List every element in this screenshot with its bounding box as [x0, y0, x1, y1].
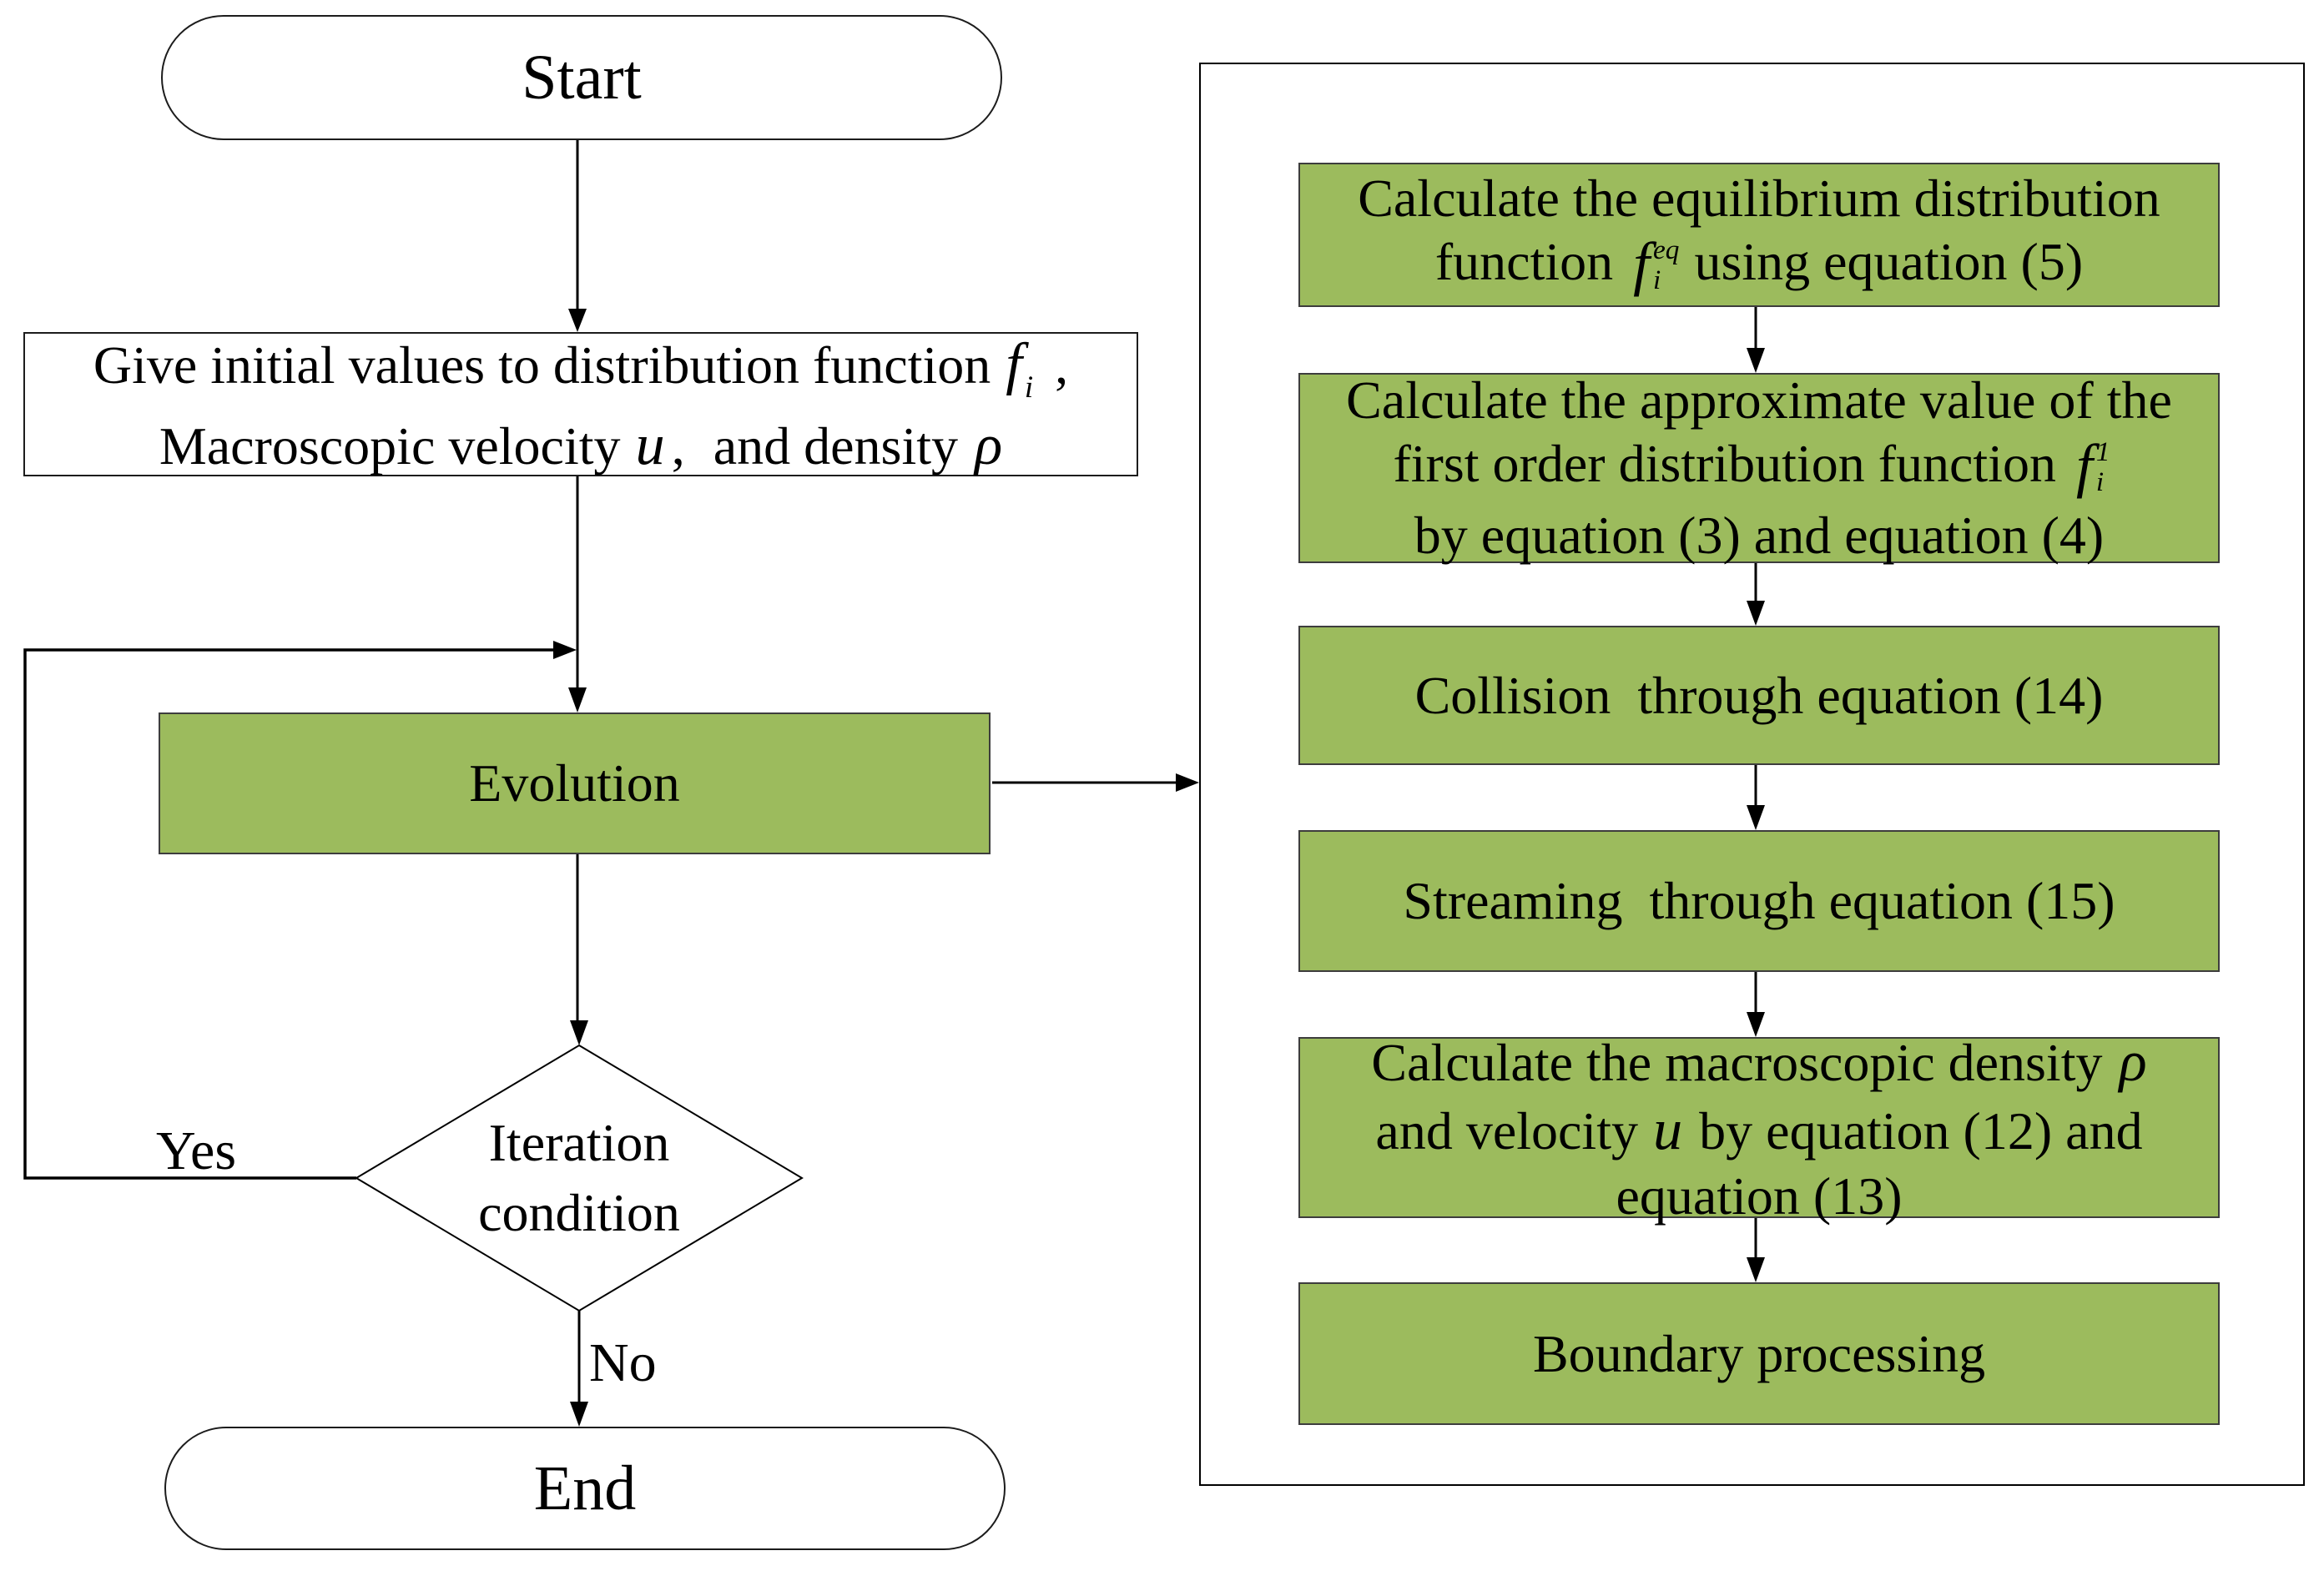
u-symbol: u	[635, 412, 665, 478]
arrowhead-step1-to-step2	[1747, 348, 1765, 373]
end-label: End	[533, 1453, 637, 1523]
arrowhead-step5-to-step6	[1747, 1257, 1765, 1282]
init-line-1: Give initial values to distribution func…	[93, 326, 1068, 407]
no-label: No	[589, 1332, 756, 1395]
yes-label: Yes	[117, 1120, 275, 1183]
step2-line-1: Calculate the approximate value of the	[1346, 370, 2172, 430]
step1-line2-post: using equation (5)	[1694, 231, 2084, 291]
step4-line-1: Streaming through equation (15)	[1403, 871, 2115, 931]
init-line2-rest: and density	[713, 416, 958, 476]
rho-symbol: ρ	[2119, 1029, 2147, 1094]
arrowhead-step4-to-step5	[1747, 1012, 1765, 1037]
f-superscript: eq	[1653, 234, 1680, 266]
f-letter: f	[1633, 229, 1651, 297]
evolution-node: Evolution	[159, 712, 991, 854]
start-node: Start	[161, 15, 1002, 140]
init-comma-2: ,	[671, 416, 685, 476]
init-values-node: Give initial values to distribution func…	[23, 331, 1138, 477]
step3-line-1: Collision through equation (14)	[1414, 665, 2104, 725]
init-line1-text: Give initial values to distribution func…	[93, 335, 991, 395]
arrowhead-start-to-init	[568, 309, 587, 332]
f-letter: f	[2075, 431, 2093, 499]
decision-line-2: condition	[478, 1183, 680, 1242]
arrowhead-init-to-evolution	[568, 687, 587, 712]
step6-line-1: Boundary processing	[1532, 1323, 1986, 1383]
step-collision-node: Collision through equation (14)	[1298, 626, 2220, 765]
f-symbol: f	[1006, 330, 1022, 396]
end-node: End	[164, 1427, 1006, 1550]
start-label: Start	[522, 42, 642, 113]
step-first-order-node: Calculate the approximate value of the f…	[1298, 370, 2220, 565]
decision-node-text: Iteration condition	[356, 1045, 802, 1311]
step5-line2-post: by equation (12) and	[1699, 1100, 2143, 1161]
step2-line2-pre: first order distribution function	[1393, 433, 2056, 493]
evolution-label: Evolution	[469, 753, 680, 813]
edge-yes-loop	[23, 648, 553, 1180]
step5-line1-pre: Calculate the macroscopic density	[1371, 1033, 2103, 1093]
step5-line2-pre: and velocity	[1375, 1100, 1638, 1161]
decision-line-1: Iteration	[488, 1112, 670, 1172]
f-subscript: i	[1653, 264, 1661, 296]
u-symbol: u	[1652, 1096, 1683, 1162]
arrowhead-step3-to-step4	[1747, 805, 1765, 830]
step1-line2-pre: function	[1434, 231, 1614, 291]
arrowhead-step2-to-step3	[1747, 601, 1765, 626]
subroutine-panel	[1199, 63, 2305, 1486]
f-subscript: i	[2095, 466, 2105, 497]
step5-line-1: Calculate the macroscopic density ρ	[1371, 1027, 2146, 1095]
step2-line-3: by equation (3) and equation (4)	[1414, 506, 2105, 566]
step-streaming-node: Streaming through equation (15)	[1298, 830, 2220, 972]
step1-line-1: Calculate the equilibrium distribution	[1358, 169, 2160, 229]
f-subscript: i	[1024, 370, 1034, 405]
rho-symbol: ρ	[975, 412, 1003, 477]
yes-label-text: Yes	[155, 1120, 237, 1181]
init-line2-text: Macroscopic velocity	[159, 416, 621, 476]
arrowhead-evolution-to-panel	[1176, 773, 1199, 792]
arrowhead-yes-loop	[553, 641, 577, 659]
step-macroscopic-node: Calculate the macroscopic density ρ and v…	[1298, 1029, 2220, 1226]
arrowhead-decision-to-end	[570, 1402, 588, 1427]
step-boundary-node: Boundary processing	[1298, 1282, 2220, 1425]
step-equilibrium-node: Calculate the equilibrium distribution f…	[1298, 163, 2220, 307]
step5-line-3: equation (13)	[1616, 1166, 1903, 1226]
no-label-text: No	[589, 1332, 657, 1393]
init-comma-1: ,	[1055, 335, 1069, 395]
f-superscript: 1	[2095, 436, 2110, 468]
arrowhead-evolution-to-decision	[570, 1020, 588, 1045]
